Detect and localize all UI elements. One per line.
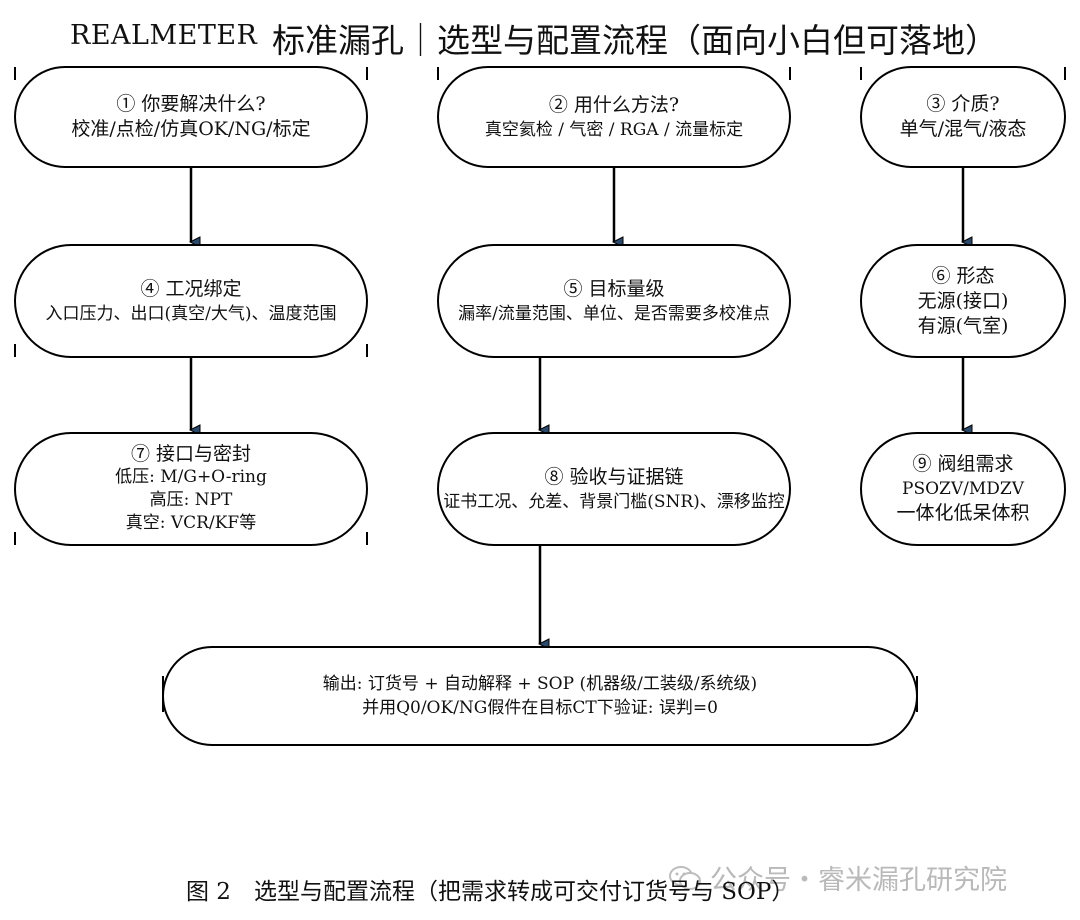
wechat-icon bbox=[669, 865, 701, 890]
watermark-text: 公众号・睿米漏孔研究院 bbox=[710, 865, 1007, 896]
step-7-interface-seal-node: ⑦ 接口与密封 低压: M/G+O-ring 高压: NPT 真空: VCR/K… bbox=[14, 432, 368, 546]
header: REALMETER 标准漏孔｜选型与配置流程（面向小白但可落地） bbox=[0, 14, 1080, 60]
node-title: ⑤ 目标量级 bbox=[563, 277, 665, 300]
node-bracket bbox=[366, 344, 368, 357]
step-5-target-magnitude-node: ⑤ 目标量级 漏率/流量范围、单位、是否需要多校准点 bbox=[437, 244, 791, 358]
node-bracket bbox=[860, 67, 862, 80]
node-detail: 真空: VCR/KF等 bbox=[125, 513, 257, 533]
node-detail: 无源(接口) bbox=[917, 289, 1009, 312]
brand-name: REALMETER bbox=[70, 20, 258, 51]
node-detail: 真空氦检 / 气密 / RGA / 流量标定 bbox=[484, 119, 744, 140]
node-title: ⑦ 接口与密封 bbox=[130, 443, 252, 465]
node-title: ⑧ 验收与证据链 bbox=[544, 465, 684, 488]
node-bracket bbox=[1064, 67, 1066, 80]
node-title: ④ 工况绑定 bbox=[140, 277, 242, 300]
node-bracket bbox=[14, 532, 16, 545]
node-title: ⑨ 阀组需求 bbox=[912, 453, 1014, 475]
node-detail: 低压: M/G+O-ring bbox=[115, 467, 267, 487]
node-detail: PSOZV/MDZV bbox=[902, 479, 1024, 499]
step-6-form-node: ⑥ 形态 无源(接口) 有源(气室) bbox=[860, 244, 1066, 358]
node-title: ③ 介质? bbox=[926, 93, 1000, 115]
node-bracket bbox=[437, 67, 439, 80]
step-8-acceptance-node: ⑧ 验收与证据链 证书工况、允差、背景门槛(SNR)、漂移监控 bbox=[437, 432, 791, 546]
node-title: ① 你要解决什么? bbox=[116, 93, 266, 115]
node-title: ② 用什么方法? bbox=[548, 93, 680, 116]
node-detail: 证书工况、允差、背景门槛(SNR)、漂移监控 bbox=[443, 491, 785, 512]
step-4-conditions-node: ④ 工况绑定 入口压力、出口(真空/大气)、温度范围 bbox=[14, 244, 368, 358]
step-1-purpose-node: ① 你要解决什么? 校准/点检/仿真OK/NG/标定 bbox=[14, 66, 368, 168]
node-title: ⑥ 形态 bbox=[931, 264, 995, 287]
step-9-valve-node: ⑨ 阀组需求 PSOZV/MDZV 一体化低呆体积 bbox=[860, 432, 1066, 546]
output-line-1: 输出: 订货号 + 自动解释 + SOP (机器级/工装级/系统级) bbox=[322, 674, 758, 694]
node-detail: 有源(气室) bbox=[917, 314, 1009, 337]
step-3-medium-node: ③ 介质? 单气/混气/液态 bbox=[860, 66, 1066, 168]
node-bracket bbox=[366, 532, 368, 545]
node-detail: 校准/点检/仿真OK/NG/标定 bbox=[71, 118, 311, 140]
page-title: 标准漏孔｜选型与配置流程（面向小白但可落地） bbox=[272, 21, 998, 60]
node-detail: 一体化低呆体积 bbox=[896, 502, 1030, 524]
node-detail: 漏率/流量范围、单位、是否需要多校准点 bbox=[458, 303, 770, 324]
node-bracket bbox=[916, 676, 918, 712]
node-bracket bbox=[14, 67, 16, 80]
node-detail: 单气/混气/液态 bbox=[899, 118, 1027, 140]
node-detail: 高压: NPT bbox=[149, 490, 233, 510]
output-line-2: 并用Q0/OK/NG假件在目标CT下验证: 误判=0 bbox=[362, 698, 718, 718]
output-node: 输出: 订货号 + 自动解释 + SOP (机器级/工装级/系统级) 并用Q0/… bbox=[162, 646, 918, 746]
node-bracket bbox=[789, 67, 791, 80]
node-bracket bbox=[162, 676, 164, 712]
figure-caption: 图 2 选型与配置流程（把需求转成可交付订货号与 SOP） bbox=[186, 879, 795, 905]
node-detail: 入口压力、出口(真空/大气)、温度范围 bbox=[45, 303, 337, 324]
watermark: 公众号・睿米漏孔研究院 bbox=[668, 858, 1007, 897]
step-2-method-node: ② 用什么方法? 真空氦检 / 气密 / RGA / 流量标定 bbox=[437, 66, 791, 168]
node-bracket bbox=[14, 344, 16, 357]
node-bracket bbox=[366, 67, 368, 80]
